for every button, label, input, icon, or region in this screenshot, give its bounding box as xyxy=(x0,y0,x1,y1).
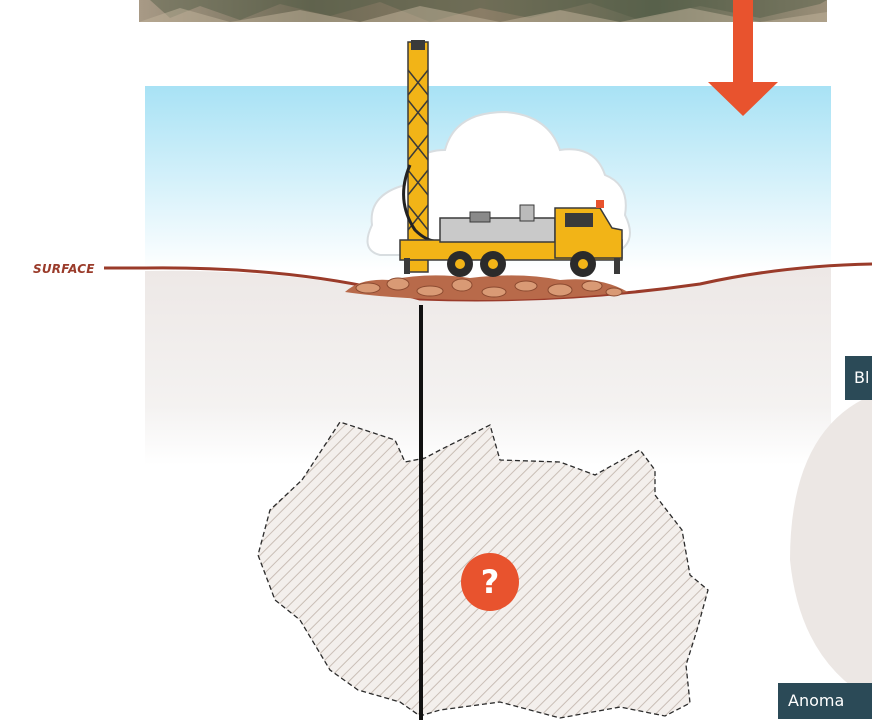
side-tag-top: Bl xyxy=(845,356,872,400)
side-tag-anomaly: Anoma xyxy=(778,683,872,719)
question-mark-icon: ? xyxy=(461,553,519,611)
surface-label: SURFACE xyxy=(33,262,95,276)
top-terrain-photo xyxy=(139,0,827,22)
